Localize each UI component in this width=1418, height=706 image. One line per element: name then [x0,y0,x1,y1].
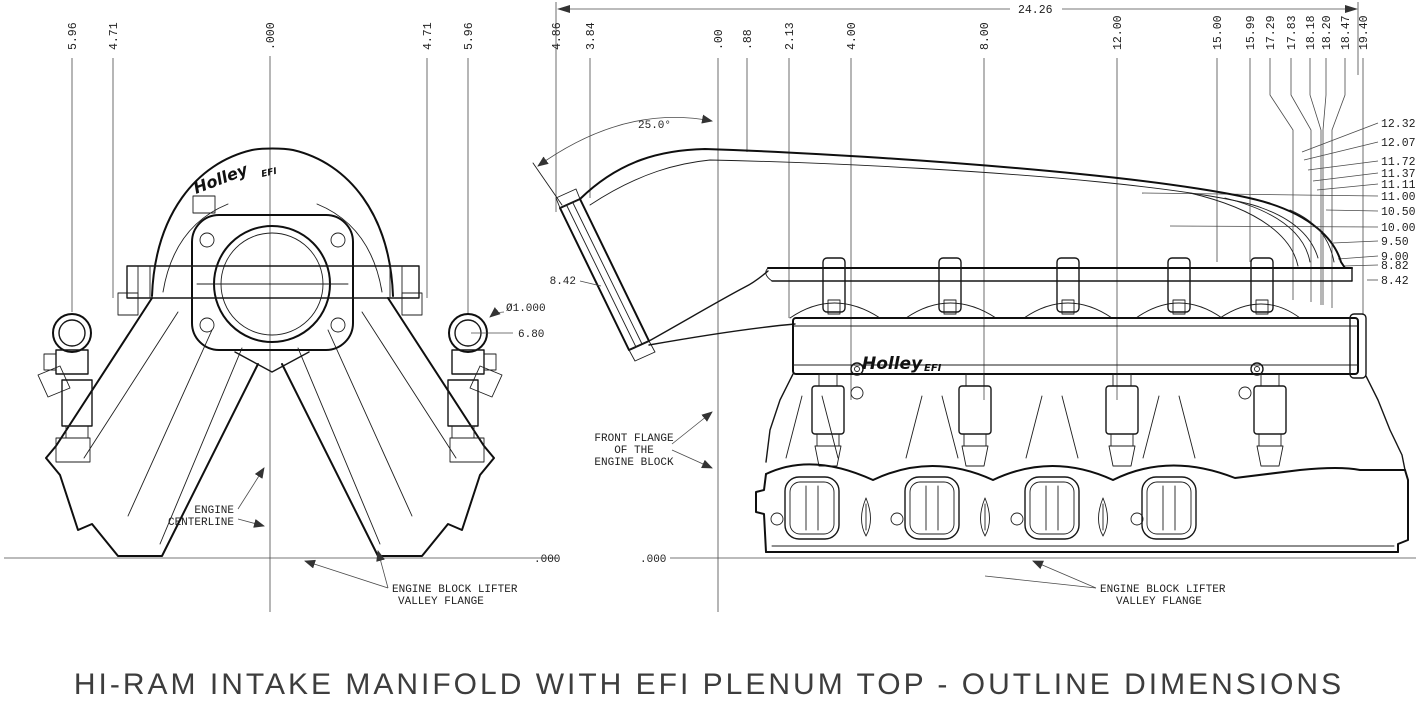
dim-label-h-10-00: 10.00 [1381,222,1416,235]
base-flange [755,373,1409,553]
dim-label-side-10: 17.29 [1265,15,1278,50]
angle-arc [537,114,713,167]
dim-label-side-3: .88 [742,29,755,50]
dim-label-side-14: 18.47 [1340,15,1353,50]
dim-label-front-left-rail: 5.96 [67,22,80,50]
dim-label-front-centerline: .000 [265,22,278,50]
throttle-body-flange [191,214,354,351]
dim-label-h-9-00: 9.00 [1381,251,1409,264]
dim-label-side-2: .00 [713,29,726,50]
engine-centerline-line2: CENTERLINE [168,517,234,529]
throttle-inlet-flange [532,162,656,362]
fuel-rail-right [447,313,503,463]
dim-label-h-11-11: 11.11 [1381,179,1416,192]
holley-logo-rail: Holley [862,354,923,374]
overall-length-dimension: 24.26 [557,2,1359,75]
front-view-dimension-lines [71,56,469,612]
lifter-flange-note-side: ENGINE BLOCK LIFTER VALLEY FLANGE [984,560,1226,608]
lifter-flange-front-line2: VALLEY FLANGE [398,596,484,608]
sensor-boss [192,195,216,214]
dim-label-side-8: 15.00 [1212,15,1225,50]
dim-label-side-11: 17.83 [1286,15,1299,50]
dim-label-side-9: 15.99 [1245,15,1258,50]
lifter-flange-side-line2: VALLEY FLANGE [1116,596,1202,608]
height-dimension-labels: 12.32 12.07 11.72 11.37 11.11 11.00 10.5… [1141,118,1416,288]
dim-label-side-0: 4.86 [551,22,564,50]
dim-label-side-12: 18.18 [1305,15,1318,50]
engine-centerline-line1: ENGINE [194,505,234,517]
efi-logo-dome: EFI [260,167,278,180]
flange-holes [770,497,1144,537]
front-baseline-label: .000 [534,554,560,566]
dim-label-overall-length: 24.26 [1018,4,1053,17]
intake-ports [784,476,1197,540]
holley-logo-dome: Holley [191,159,251,197]
dim-label-side-7: 12.00 [1112,15,1125,50]
dim-label-h-12-32: 12.32 [1381,118,1416,131]
dim-label-h-10-50: 10.50 [1381,206,1416,219]
dim-label-h-11-37: 11.37 [1381,168,1416,181]
efi-logo-rail: EFI [924,363,942,374]
plenum-side-profile [579,148,1346,346]
front-flange-line3: ENGINE BLOCK [594,457,674,469]
drawing-title: HI-RAM INTAKE MANIFOLD WITH EFI PLENUM T… [74,668,1344,701]
dim-label-h-12-07: 12.07 [1381,137,1416,150]
dim-label-throttle-angle: 25.0° [638,120,671,132]
dim-label-side-1: 3.84 [585,22,598,50]
lifter-flange-front-line1: ENGINE BLOCK LIFTER [392,584,518,596]
dim-label-side-6: 8.00 [979,22,992,50]
dim-label-front-left-port: 4.71 [108,22,121,50]
lifter-flange-note-front: ENGINE BLOCK LIFTER VALLEY FLANGE [304,550,518,608]
engine-centerline-note: ENGINE CENTERLINE [168,467,265,529]
front-flange-line2: OF THE [614,445,654,457]
plenum-joint-band [765,267,1353,319]
dim-label-h-11-72: 11.72 [1381,156,1416,169]
dim-label-throttle-diameter: Ø1.000 [506,303,546,315]
fuel-rail-left [37,313,93,463]
dim-label-side-13: 18.20 [1321,15,1334,50]
front-flange-line1: FRONT FLANGE [594,433,674,445]
dim-label-front-right-rail: 5.96 [463,22,476,50]
lifter-flange-side-line1: ENGINE BLOCK LIFTER [1100,584,1226,596]
fuel-rail-side: Holley EFI [792,313,1367,379]
side-view: 24.26 4.86 3.84 .00 .88 2.13 4.00 [532,2,1416,612]
dim-label-side-15: 19.40 [1358,15,1371,50]
dim-label-h-8-42: 8.42 [1381,275,1409,288]
side-baseline-label: .000 [640,554,666,566]
dim-label-side-5: 4.00 [846,22,859,50]
dim-label-h-11-00: 11.00 [1381,191,1416,204]
injectors-side [811,373,1287,467]
dim-label-side-4: 2.13 [784,22,797,50]
runner-tubes [785,395,1196,459]
dim-label-h-9-50: 9.50 [1381,236,1409,249]
dim-label-rail-height: 6.80 [518,329,544,341]
intake-runners-front [45,297,495,557]
plenum-base-flange [117,265,423,316]
dim-label-front-right-port: 4.71 [422,22,435,50]
plenum-dome: Holley EFI [151,147,394,297]
dim-label-flange-height: 8.42 [550,276,576,288]
front-flange-note: FRONT FLANGE OF THE ENGINE BLOCK [594,411,713,469]
front-view: 5.96 4.71 .000 4.71 5.96 Holley EFI [4,22,560,612]
hold-down-clamps [822,257,1274,315]
dim-label-h-8-82: 8.82 [1381,260,1409,273]
